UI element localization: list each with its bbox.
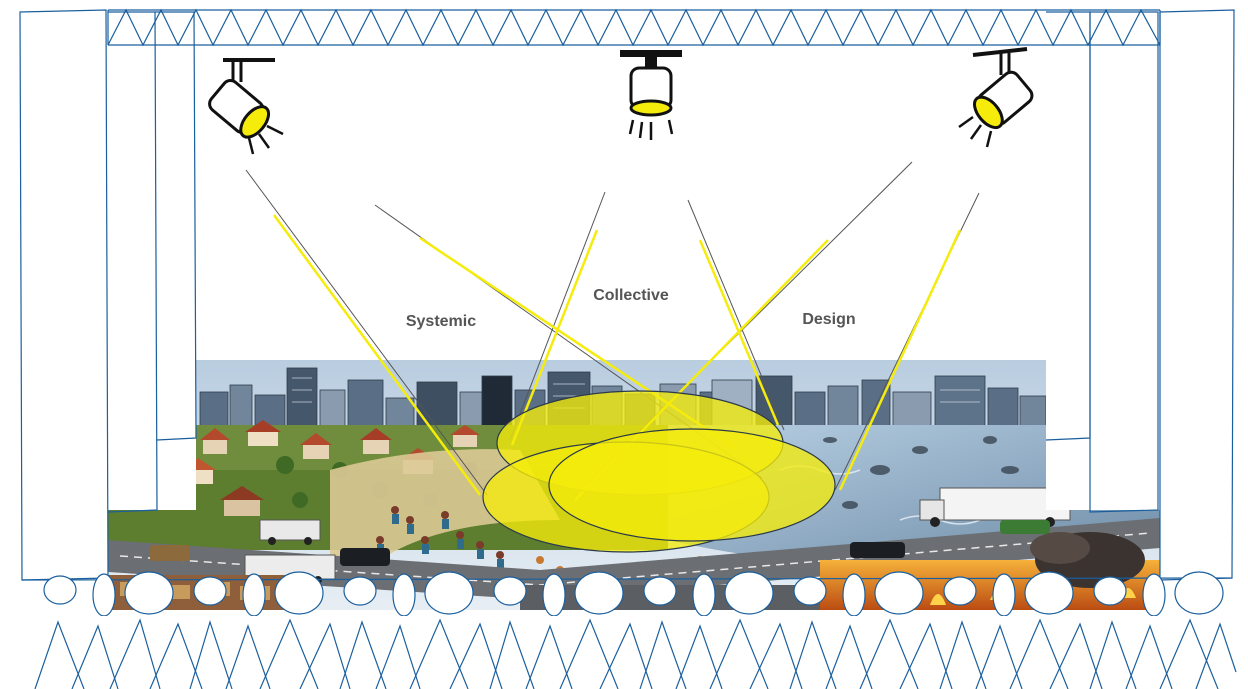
right-curtain [1045,9,1235,581]
label-systemic: Systemic [406,313,476,330]
audience-bodies [34,618,1237,689]
spotlight-icon [208,58,284,155]
spotlight-pool-right [548,428,836,542]
beam-left-outer-line [245,169,488,496]
lighting-truss [107,8,1161,47]
spotlight-icon [620,50,682,140]
stage-frame [19,8,1235,581]
label-design: Design [802,311,855,328]
left-curtain [19,9,197,581]
beam-center-right-line [687,199,785,431]
spotlight-pools [482,390,836,553]
label-collective: Collective [593,287,669,304]
audience-heads [43,571,1224,617]
spotlight-icon [958,47,1034,148]
beam-center-left-line [509,191,606,441]
